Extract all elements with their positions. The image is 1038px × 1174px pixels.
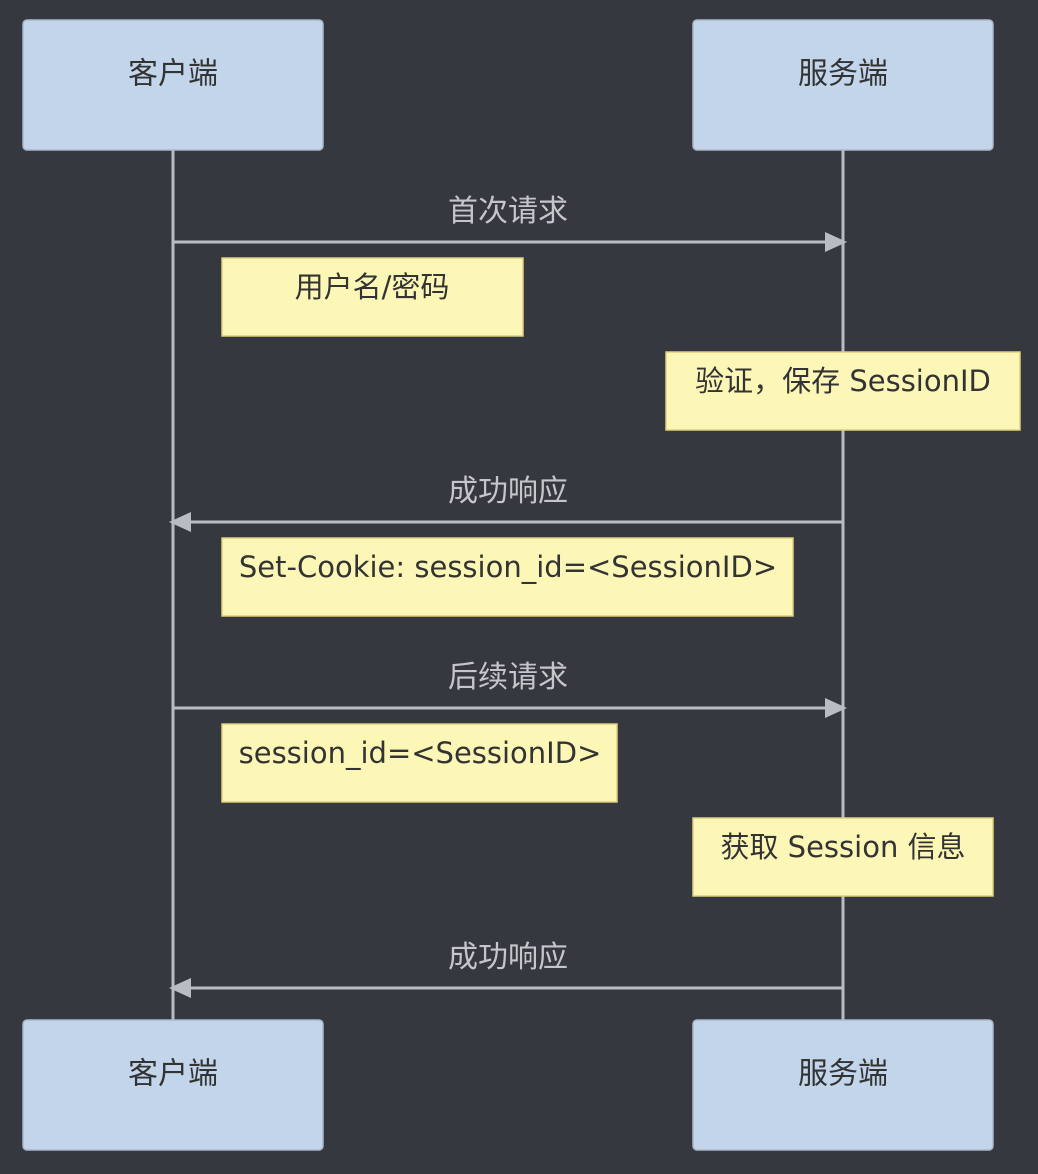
client-actor-bottom-label: 客户端 [128,1057,218,1092]
note-credentials: 用户名/密码 [221,257,524,337]
note-verify-save-text: 验证，保存 SessionID [695,364,991,398]
server-actor-bottom-label: 服务端 [798,1057,888,1092]
client-actor-top-label: 客户端 [128,57,218,92]
message-success-response-1: 成功响应 [169,474,843,532]
message-subsequent-request: 后续请求 [173,660,847,718]
message-success-response-2-label: 成功响应 [448,940,568,975]
note-get-session: 获取 Session 信息 [692,817,994,897]
note-session-id: session_id=<SessionID> [221,723,618,803]
note-get-session-text: 获取 Session 信息 [720,830,965,864]
note-set-cookie-text: Set-Cookie: session_id=<SessionID> [239,550,777,584]
server-actor-top-label: 服务端 [798,57,888,92]
server-actor-bottom: 服务端 [692,1019,994,1151]
message-subsequent-request-label: 后续请求 [448,660,568,695]
arrowhead-right [825,232,847,252]
client-actor-top: 客户端 [22,19,324,151]
message-success-response-1-label: 成功响应 [448,474,568,509]
arrowhead-left [169,512,191,532]
note-session-id-text: session_id=<SessionID> [239,736,602,770]
message-first-request-label: 首次请求 [448,194,568,229]
arrowhead-left [169,978,191,998]
arrowhead-right [825,698,847,718]
note-credentials-text: 用户名/密码 [295,270,450,304]
message-first-request: 首次请求 [173,194,847,252]
client-actor-bottom: 客户端 [22,1019,324,1151]
server-actor-top: 服务端 [692,19,994,151]
message-success-response-2: 成功响应 [169,940,843,998]
note-set-cookie: Set-Cookie: session_id=<SessionID> [221,537,794,617]
note-verify-save: 验证，保存 SessionID [665,351,1021,431]
